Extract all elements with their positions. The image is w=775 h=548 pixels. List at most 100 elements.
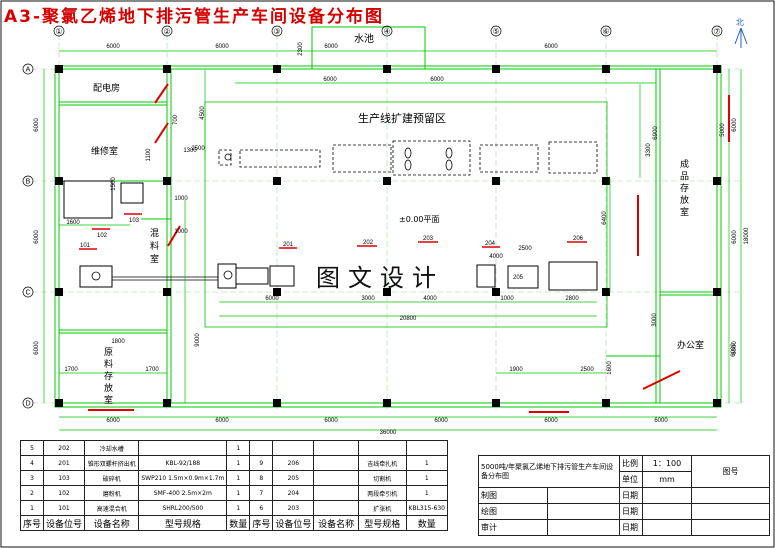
table-cell: 8 — [249, 470, 274, 486]
table-cell — [405, 440, 449, 456]
dimension-text: 2500 — [518, 246, 532, 252]
structural-column — [602, 288, 610, 296]
table-cell — [313, 485, 359, 501]
date-label-2: 日期 — [619, 503, 643, 520]
column-axis-bubble — [161, 25, 173, 37]
drawing-title: A3-聚氯乙烯地下排污管生产车间设备分布图 — [4, 7, 385, 27]
unit-value: mm — [642, 471, 692, 488]
title-block: 5000吨/年聚氯乙烯地下排污管生产车间设备分布图 比例 1：100 图号 单位… — [478, 455, 770, 536]
room-finished-storage: 成品存放室 — [678, 159, 688, 219]
structural-column — [55, 288, 63, 296]
row-axis-bubble — [22, 175, 34, 187]
reserve-line — [218, 140, 598, 176]
row-audit: 审计 — [478, 519, 548, 536]
structural-column — [55, 177, 63, 185]
column-axis-label: ① — [55, 27, 62, 36]
structural-column — [273, 65, 281, 73]
dimension-text: 1700 — [64, 367, 78, 373]
table-cell: SMF-400 2.5m×2m — [138, 485, 228, 501]
table-cell: 204 — [272, 485, 315, 501]
dimension-text: 1700 — [145, 367, 159, 373]
equip-label-206: 206 — [573, 236, 584, 242]
table-cell: KBL315-630 — [405, 500, 449, 516]
table-header-cell: 设备名称 — [313, 515, 359, 531]
room-water-pool: 水池 — [354, 34, 374, 45]
dimension-text: 6000 — [654, 418, 668, 424]
dimension-text: 6000 — [34, 341, 40, 355]
equip-label-103: 103 — [129, 218, 140, 224]
table-cell: 7 — [249, 485, 274, 501]
structural-column — [163, 177, 171, 185]
dimension-text: 3000 — [361, 296, 375, 302]
structural-column — [163, 288, 171, 296]
table-cell: SWP210 1.5m×0.9m×1.7m — [138, 470, 228, 486]
structural-column — [602, 65, 610, 73]
dimension-text: 1000 — [500, 296, 514, 302]
table-cell — [272, 440, 315, 456]
floor-level: ±0.00平面 — [399, 215, 440, 224]
table-cell: 102 — [43, 485, 86, 501]
north-label: 北 — [736, 18, 744, 27]
table-cell — [249, 440, 274, 456]
column-axis-label: ② — [163, 27, 170, 36]
row-axis-bubble — [22, 397, 34, 409]
dimension-text: 20800 — [400, 316, 417, 322]
structural-column — [55, 65, 63, 73]
row-axis-label: C — [25, 290, 30, 297]
room-office: 办公室 — [677, 341, 705, 351]
reserve-circles — [404, 147, 453, 171]
table-cell: 1 — [226, 500, 251, 516]
table-header-cell: 设备位号 — [272, 515, 315, 531]
dimension-text: 6000 — [215, 418, 229, 424]
table-cell — [313, 455, 359, 471]
table-cell: 1 — [19, 500, 45, 516]
structural-column — [383, 288, 391, 296]
room-raw-storage: 原料存放室 — [102, 347, 112, 407]
table-header-cell: 型号规格 — [357, 515, 407, 531]
dimension-text: 6000 — [732, 118, 738, 132]
table-header-cell: 序号 — [249, 515, 274, 531]
dimension-text: 2500 — [191, 146, 205, 152]
table-header-cell: 数量 — [226, 515, 251, 531]
dimension-text: 6000 — [434, 418, 448, 424]
table-cell: 磨粉机 — [84, 485, 140, 501]
row-axis-label: A — [26, 67, 31, 74]
table-cell — [313, 500, 359, 516]
table-header-cell: 序号 — [19, 515, 45, 531]
dimension-text: 1500 — [111, 177, 117, 191]
dimension-text: 6000 — [215, 44, 229, 50]
dimension-text: 6000 — [34, 118, 40, 132]
structural-column — [163, 65, 171, 73]
structural-column — [163, 399, 171, 407]
project-name: 5000吨/年聚氯乙烯地下排污管生产车间设备分布图 — [478, 455, 620, 488]
table-cell — [313, 440, 359, 456]
column-axis-bubble — [271, 25, 283, 37]
column-axis-label: ⑦ — [713, 27, 720, 36]
structural-column — [492, 177, 500, 185]
structural-column — [713, 177, 721, 185]
column-axis-label: ③ — [273, 27, 280, 36]
column-axis-label: ⑤ — [492, 27, 499, 36]
structural-column — [492, 288, 500, 296]
dimension-text: 6000 — [731, 343, 737, 357]
table-cell: 103 — [43, 470, 86, 486]
table-header-cell: 数量 — [405, 515, 449, 531]
row-axis-label: B — [26, 179, 31, 186]
table-cell: 破碎机 — [84, 470, 140, 486]
room-distribution: 配电房 — [93, 84, 121, 94]
dimension-text: 18000 — [744, 227, 750, 244]
table-cell: 4 — [19, 455, 45, 471]
room-expansion: 生产线扩建预留区 — [358, 112, 446, 125]
dimension-text: 1800 — [111, 339, 125, 345]
table-cell: 1 — [405, 470, 449, 486]
room-mixing: 混料室 — [148, 228, 158, 267]
equip-label-205: 205 — [513, 275, 524, 281]
table-header-cell: 设备名称 — [84, 515, 140, 531]
